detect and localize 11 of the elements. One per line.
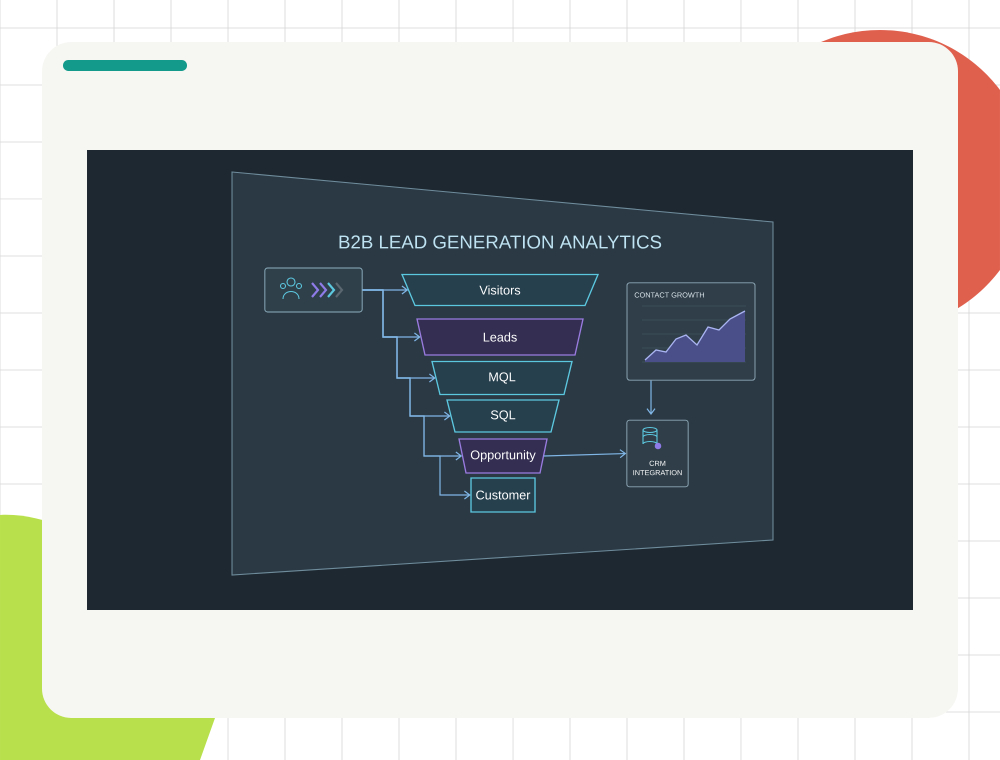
funnel-stage: SQL <box>446 399 560 433</box>
source-box <box>264 268 363 312</box>
funnel-stage: Visitors <box>401 274 599 306</box>
funnel-stage: Opportunity <box>458 438 548 474</box>
arrow <box>362 289 471 500</box>
arrow <box>646 380 656 415</box>
stage-box: Customer <box>470 477 536 513</box>
arrow <box>544 449 626 458</box>
diagram-title: B2B LEAD GENERATION ANALYTICS <box>340 235 662 249</box>
funnel-stage: Leads <box>416 318 584 356</box>
funnel-stage: MQL <box>431 360 573 396</box>
